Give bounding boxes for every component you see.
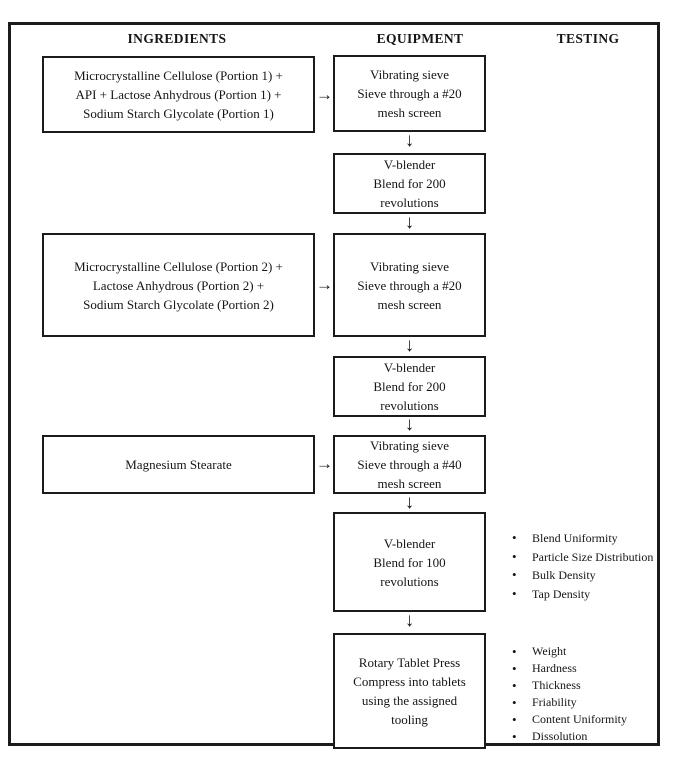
text-line: Compress into tablets — [353, 674, 466, 689]
arrow-right-icon: → — [316, 454, 333, 473]
text-line: revolutions — [380, 573, 439, 589]
text-line: V-blender — [383, 157, 436, 172]
text-line: Microcrystalline Cellulose (Portion 2) + — [74, 258, 283, 274]
text-line: V-blender — [383, 535, 436, 551]
text-line: revolutions — [380, 398, 439, 413]
test-item: Bulk Density — [505, 566, 676, 585]
tablet-tests-list: WeightHardnessThicknessFriabilityContent… — [505, 643, 676, 745]
text-line: API + Lactose Anhydrous (Portion 1) + — [75, 87, 282, 102]
text-line: V-blender — [383, 360, 436, 375]
text-line: Vibrating sieve — [369, 258, 449, 274]
text-line: mesh screen — [377, 476, 442, 491]
text-line: Blend for 200 — [373, 176, 446, 191]
column-header-ingredients: INGREDIENTS — [127, 31, 227, 46]
text-line: Sieve through a #20 — [357, 86, 462, 101]
text-line: Sodium Starch Glycolate (Portion 2) — [83, 296, 274, 312]
text-line: Blend for 200 — [373, 379, 446, 394]
arrow-right-icon: → — [316, 85, 333, 104]
blend-tests-list: Blend UniformityParticle Size Distributi… — [505, 529, 676, 603]
arrow-down-icon: ↓ — [404, 130, 415, 151]
text-line: Magnesium Stearate — [125, 457, 232, 472]
test-item: Content Uniformity — [505, 711, 676, 728]
test-item: Weight — [505, 643, 676, 660]
arrow-down-icon: ↓ — [404, 335, 415, 356]
text-line: Vibrating sieve — [369, 67, 449, 82]
text-line: Microcrystalline Cellulose (Portion 1) + — [74, 68, 283, 83]
ingredients-box-portion1: Microcrystalline Cellulose (Portion 1) +… — [42, 56, 315, 133]
text-line: mesh screen — [377, 296, 442, 312]
text-line: using the assigned — [361, 693, 458, 708]
arrow-down-icon: ↓ — [404, 414, 415, 435]
test-item: Hardness — [505, 660, 676, 677]
test-item: Dissolution — [505, 728, 676, 745]
arrow-down-icon: ↓ — [404, 610, 415, 631]
arrow-down-icon: ↓ — [404, 212, 415, 233]
text-line: tooling — [391, 712, 428, 727]
column-header-testing: TESTING — [556, 31, 620, 46]
text-line: mesh screen — [377, 105, 442, 120]
test-item: Particle Size Distribution — [505, 548, 676, 567]
test-item: Thickness — [505, 677, 676, 694]
text-line: Sieve through a #40 — [357, 457, 462, 472]
arrow-right-icon: → — [316, 275, 333, 294]
test-item: Blend Uniformity — [505, 529, 676, 548]
ingredients-box-portion2: Microcrystalline Cellulose (Portion 2) +… — [42, 233, 315, 337]
text-line: Sodium Starch Glycolate (Portion 1) — [83, 106, 274, 121]
ingredients-box-magnesium-stearate: Magnesium Stearate — [42, 435, 315, 494]
text-line: Sieve through a #20 — [357, 277, 462, 293]
arrow-down-icon: ↓ — [404, 492, 415, 513]
text-line: revolutions — [380, 195, 439, 210]
text-line: Lactose Anhydrous (Portion 2) + — [92, 277, 265, 293]
test-item: Friability — [505, 694, 676, 711]
column-header-equipment: EQUIPMENT — [376, 31, 464, 46]
test-item: Tap Density — [505, 585, 676, 604]
text-line: Vibrating sieve — [369, 438, 449, 453]
text-line: Rotary Tablet Press — [358, 655, 461, 670]
text-line: Blend for 100 — [373, 554, 446, 570]
